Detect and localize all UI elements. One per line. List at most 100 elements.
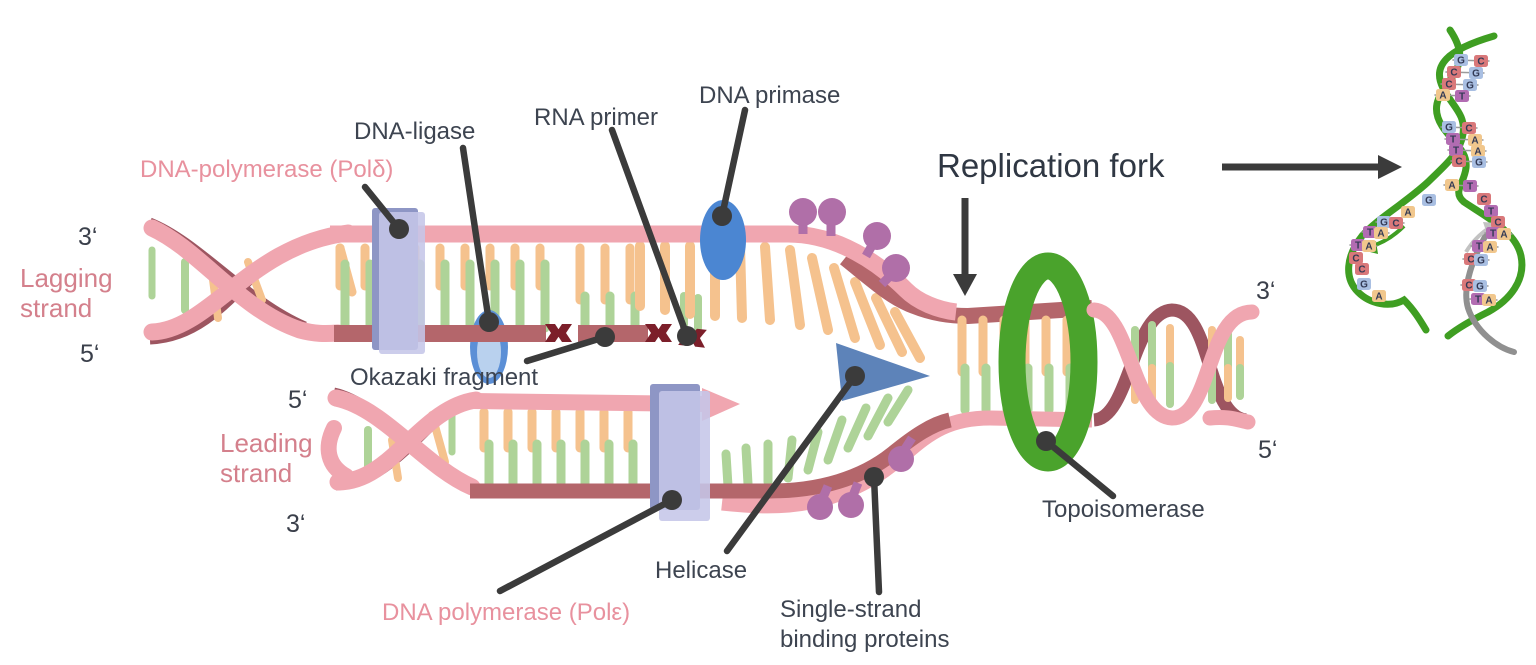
mini-base-tag-A — [1445, 179, 1459, 191]
mini-base-letter: G — [1475, 158, 1483, 169]
mini-base-letter: C — [1477, 57, 1484, 68]
label-dna-ligase: DNA-ligase — [354, 118, 475, 145]
mini-base-letter: A — [1448, 181, 1455, 192]
fork-to-helix-arrow — [1222, 155, 1402, 179]
mini-base-letter: A — [1375, 292, 1382, 303]
strand-end-3-lagging: 3‘ — [78, 223, 97, 251]
mini-base-letter: T — [1475, 295, 1481, 306]
rna-primer-mark — [645, 324, 672, 342]
mini-base-tag-A — [1468, 134, 1482, 146]
ssb-protein — [818, 198, 846, 226]
ssb-protein — [863, 222, 891, 250]
pol-epsilon-shape — [650, 384, 710, 521]
mini-base-tag-C — [1442, 78, 1456, 90]
mini-base-tag-C — [1491, 216, 1505, 228]
mini-base-letter: C — [1352, 254, 1359, 265]
replication-fork-pointer-arrow — [953, 198, 977, 296]
topoisomerase-ring — [998, 252, 1098, 472]
base-bar — [883, 385, 913, 427]
mini-base-tag-T — [1486, 227, 1500, 239]
mini-base-letter: A — [1377, 229, 1384, 240]
mini-base-letter: A — [1471, 136, 1478, 147]
mini-base-letter: G — [1476, 282, 1484, 293]
ssb-protein — [807, 494, 833, 520]
mini-base-letter: G — [1425, 196, 1433, 207]
base-bar — [741, 443, 753, 489]
mini-base-letter: G — [1360, 280, 1368, 291]
mini-base-tag-T — [1446, 133, 1460, 145]
mini-base-letter: C — [1450, 68, 1457, 79]
mini-base-letter: C — [1465, 281, 1472, 292]
mini-base-letter: T — [1476, 242, 1482, 253]
mini-base-tag-G — [1473, 280, 1487, 292]
base-bar — [760, 242, 775, 325]
mini-base-letter: C — [1480, 195, 1487, 206]
mini-base-letter: C — [1392, 219, 1399, 230]
mini-base-letter: A — [1439, 91, 1446, 102]
mini-base-tag-C — [1355, 263, 1369, 275]
label-okazaki-fragment: Okazaki fragment — [350, 364, 538, 391]
mini-base-tag-T — [1484, 205, 1498, 217]
label-dna-primase: DNA primase — [699, 82, 840, 109]
mini-base-letter: G — [1477, 256, 1485, 267]
mini-base-tag-G — [1472, 156, 1486, 168]
mini-base-letter: A — [1486, 243, 1493, 254]
label-dna-polymerase-epsilon: DNA polymerase (Polε) — [382, 599, 630, 626]
mini-base-tag-C — [1447, 66, 1461, 78]
mini-base-letter: A — [1404, 208, 1411, 219]
mini-base-tag-C — [1389, 217, 1403, 229]
ssb-protein — [888, 446, 914, 472]
label-lagging-strand: Lagging — [20, 263, 113, 293]
mini-base-letter: G — [1466, 81, 1474, 92]
leader-lines — [361, 106, 1117, 596]
mini-base-letter: A — [1500, 230, 1507, 241]
helicase-triangle — [836, 343, 930, 401]
ssb-protein — [838, 492, 864, 518]
label-dna-polymerase-delta: DNA-polymerase (Polδ) — [140, 156, 393, 183]
pol-delta-shape — [372, 208, 425, 354]
mini-base-tag-A — [1482, 294, 1496, 306]
mini-base-tag-A — [1401, 206, 1415, 218]
base-bar — [850, 277, 885, 350]
mini-base-tag-C — [1474, 55, 1488, 67]
label-rna-primer: RNA primer — [534, 104, 658, 131]
mini-base-letter: A — [1365, 242, 1372, 253]
mini-base-tag-A — [1497, 228, 1511, 240]
strand-end-5-leading: 5‘ — [288, 386, 307, 414]
mini-base-tag-A — [1436, 89, 1450, 101]
mini-base-tag-C — [1462, 122, 1476, 134]
strand-end-5-lagging: 5‘ — [80, 340, 99, 368]
right-helix-bases — [1131, 321, 1244, 410]
mini-base-tag-G — [1377, 216, 1391, 228]
leading-template-unpaired-bases — [721, 385, 913, 491]
base-bar — [823, 415, 847, 465]
mini-base-tag-T — [1363, 226, 1377, 238]
mini-base-tag-C — [1349, 252, 1363, 264]
dna-primase-shape — [700, 200, 746, 280]
mini-base-letter: T — [1459, 92, 1465, 103]
rna-primer-mark — [545, 324, 572, 342]
mini-base-tag-A — [1374, 227, 1388, 239]
label-replication-fork: Replication fork — [937, 147, 1165, 184]
diagram-labels: DNA-polymerase (Polδ) DNA-ligase RNA pri… — [20, 82, 1277, 653]
mini-base-letter: T — [1453, 146, 1459, 157]
mini-base-letter: A — [1485, 296, 1492, 307]
mini-base-tag-G — [1357, 278, 1371, 290]
label-topoisomerase: Topoisomerase — [1042, 496, 1205, 523]
leading-strand-duplex — [320, 315, 1093, 521]
mini-base-tag-G — [1474, 254, 1488, 266]
mini-base-letter: T — [1490, 229, 1496, 240]
base-bar — [721, 449, 733, 491]
label-helicase: Helicase — [655, 557, 747, 584]
base-bar — [803, 427, 823, 475]
mini-base-letter: A — [1474, 147, 1481, 158]
mini-base-tag-A — [1372, 290, 1386, 302]
ssb-protein — [882, 254, 910, 282]
base-bar — [807, 253, 833, 335]
base-bar — [785, 245, 805, 330]
mini-base-tag-T — [1449, 144, 1463, 156]
mini-base-tag-A — [1483, 241, 1497, 253]
mini-base-letter: G — [1445, 123, 1453, 134]
